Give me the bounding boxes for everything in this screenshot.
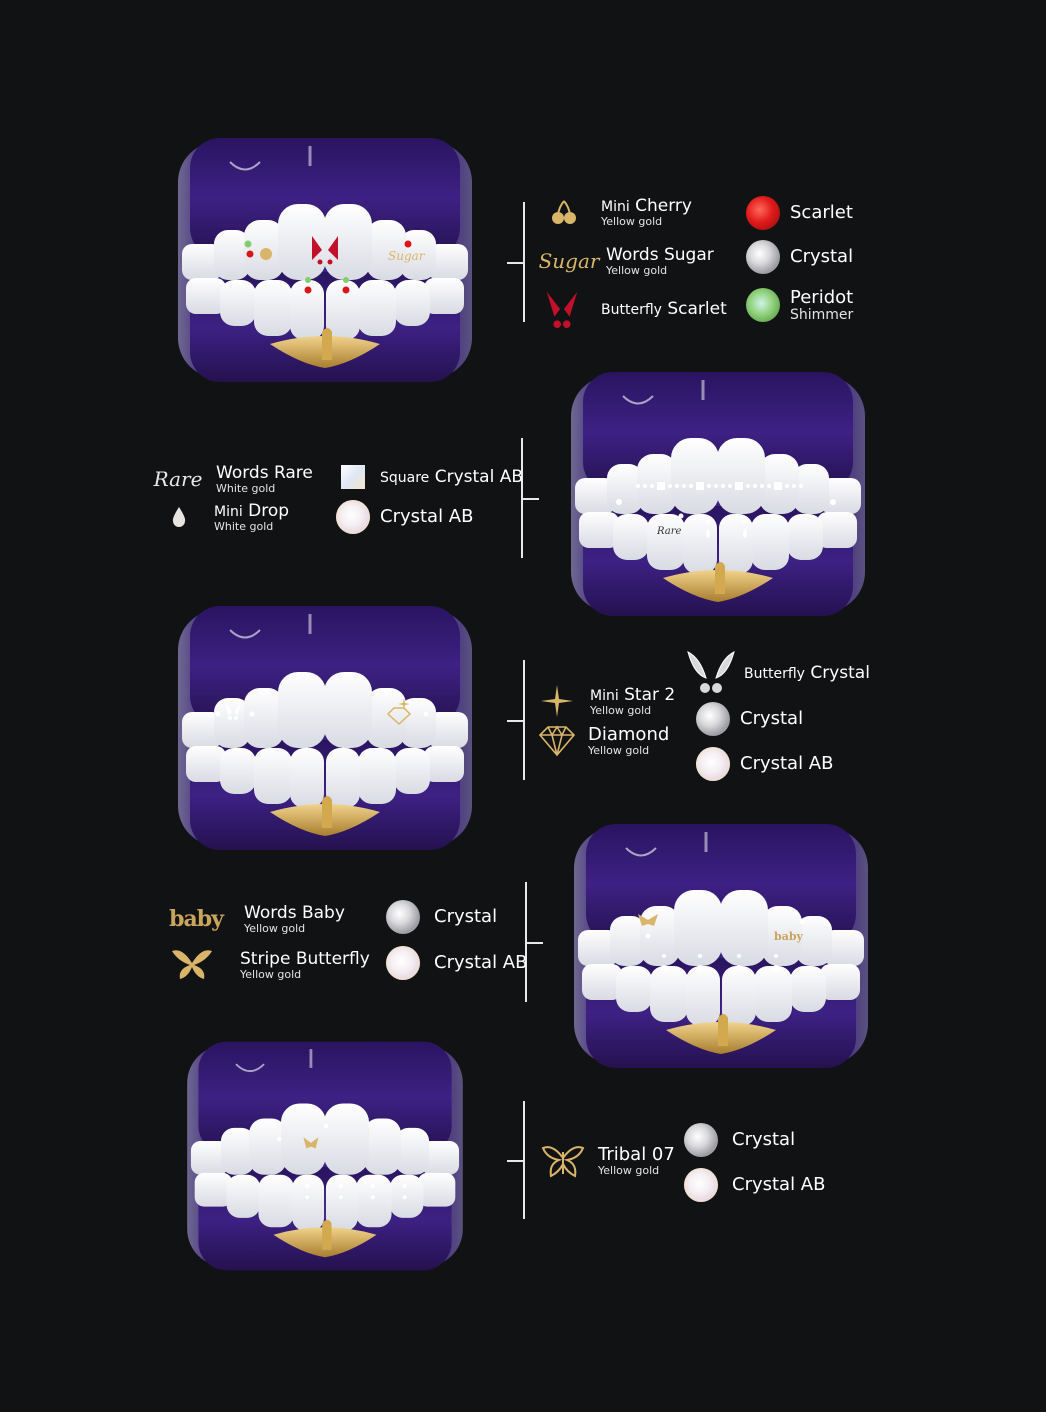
item-material: Yellow gold	[598, 1164, 660, 1177]
item-name: Crystal AB	[434, 952, 528, 973]
item-name: Crystal AB	[732, 1174, 826, 1195]
svg-text:Rare: Rare	[656, 526, 682, 537]
crystal-gem-icon	[682, 1121, 720, 1159]
item-name: Stripe Butterfly	[240, 948, 370, 969]
icon-text: baby	[169, 906, 224, 932]
legend-item-crystal-ab: Crystal AB	[694, 745, 833, 783]
item-name: Tribal 07	[598, 1144, 675, 1165]
diamond-icon	[538, 722, 576, 760]
butterfly-crystal-icon	[686, 650, 736, 696]
peridot-gem-icon	[744, 286, 782, 324]
mouth-model-1: Sugar	[170, 132, 480, 388]
item-name: Crystal	[732, 1129, 796, 1150]
item-name: Crystal	[790, 246, 854, 267]
item-prefix: Mini	[214, 503, 243, 520]
stripe-butterfly-icon	[168, 946, 216, 984]
tribal-butterfly-icon	[540, 1142, 586, 1180]
crystal-gem-icon	[384, 898, 422, 936]
words-rare-icon: Rare	[148, 460, 208, 498]
mouth-model-5	[170, 1036, 480, 1276]
icon-text: Sugar	[538, 249, 600, 273]
legend-item-scarlet: Scarlet	[744, 194, 853, 232]
item-prefix: Square	[380, 469, 430, 486]
icon-text: Rare	[153, 467, 203, 491]
legend-bracket-5	[507, 1101, 525, 1219]
legend-item-crystal-ab: Crystal AB	[384, 944, 527, 982]
item-name: Crystal	[434, 906, 498, 927]
item-material: Yellow gold	[244, 921, 306, 935]
crystal-gem-icon	[744, 238, 782, 276]
item-name: Diamond	[588, 724, 670, 745]
item-name: Words Baby	[244, 902, 345, 923]
item-name: Drop	[248, 500, 290, 521]
item-name: Crystal AB	[434, 466, 523, 487]
crystal-ab-gem-icon	[682, 1166, 720, 1204]
legend-item-words-rare: Rare Words Rare White gold	[148, 460, 313, 498]
butterfly-scarlet-icon	[543, 287, 581, 331]
svg-text:baby: baby	[774, 930, 804, 943]
item-material: Yellow gold	[606, 263, 668, 277]
item-material: Yellow gold	[590, 703, 652, 717]
mouth-model-3	[170, 600, 480, 856]
item-prefix: Butterfly	[601, 301, 662, 318]
drop-icon	[160, 498, 198, 536]
legend-bracket-4	[524, 882, 543, 1002]
legend-item-words-sugar: Sugar Words Sugar Yellow gold	[538, 242, 714, 280]
item-material: Yellow gold	[588, 744, 650, 757]
item-material: Yellow gold	[601, 214, 663, 228]
legend-item-words-baby: baby Words Baby Yellow gold	[166, 900, 345, 938]
legend-item-butterfly-crystal: Butterfly Crystal	[686, 650, 870, 696]
item-name: Crystal AB	[740, 753, 834, 774]
legend-item-mini-star-2: Mini Star 2 Yellow gold	[538, 682, 675, 720]
svg-text:Sugar: Sugar	[388, 249, 426, 263]
item-material: Yellow gold	[240, 967, 302, 981]
item-material: White gold	[214, 519, 274, 533]
item-name: Scarlet	[790, 202, 853, 223]
star-icon	[538, 682, 576, 720]
legend-item-butterfly-scarlet: Butterfly Scarlet	[543, 287, 727, 331]
legend-item-tribal-07: Tribal 07 Yellow gold	[540, 1142, 675, 1180]
legend-item-diamond: Diamond Yellow gold	[538, 722, 669, 760]
crystal-gem-icon	[694, 700, 732, 738]
item-prefix: Mini	[590, 687, 619, 704]
item-prefix: Butterfly	[744, 665, 805, 682]
mouth-model-2: Rare	[563, 366, 873, 622]
legend-item-crystal: Crystal	[744, 238, 853, 276]
item-material: Shimmer	[790, 306, 854, 323]
legend-item-crystal: Crystal	[694, 700, 803, 738]
item-name: Words Sugar	[606, 244, 714, 265]
item-name: Crystal	[740, 708, 804, 729]
legend-item-square-crystal-ab: Square Crystal AB	[334, 458, 523, 496]
legend-bracket-3	[507, 660, 525, 780]
item-material: White gold	[216, 481, 276, 495]
item-prefix: Mini	[601, 198, 630, 215]
legend-item-peridot: Peridot Shimmer	[744, 286, 853, 324]
crystal-ab-gem-icon	[384, 944, 422, 982]
scarlet-gem-icon	[744, 194, 782, 232]
mouth-model-4: baby	[566, 818, 876, 1074]
crystal-ab-gem-icon	[334, 498, 372, 536]
item-name: Crystal	[810, 662, 870, 683]
item-name: Cherry	[635, 195, 692, 216]
legend-item-crystal: Crystal	[384, 898, 497, 936]
legend-item-crystal-ab: Crystal AB	[682, 1166, 825, 1204]
item-name: Peridot	[790, 286, 854, 308]
legend-item-crystal: Crystal	[682, 1121, 795, 1159]
item-name: Star 2	[624, 684, 676, 705]
square-crystal-ab-icon	[334, 458, 372, 496]
crystal-ab-gem-icon	[694, 745, 732, 783]
item-name: Crystal AB	[380, 506, 474, 527]
legend-item-mini-drop: Mini Drop White gold	[160, 498, 289, 536]
words-baby-icon: baby	[166, 900, 226, 938]
legend-bracket-2	[520, 438, 539, 558]
item-name: Words Rare	[216, 462, 313, 483]
legend-item-mini-cherry: Mini Cherry Yellow gold	[545, 193, 692, 231]
legend-item-crystal-ab: Crystal AB	[334, 498, 473, 536]
cherry-icon	[545, 193, 583, 231]
legend-bracket-1	[507, 202, 525, 322]
legend-item-stripe-butterfly: Stripe Butterfly Yellow gold	[168, 946, 370, 984]
words-sugar-icon: Sugar	[538, 242, 600, 280]
item-name: Scarlet	[667, 298, 727, 319]
